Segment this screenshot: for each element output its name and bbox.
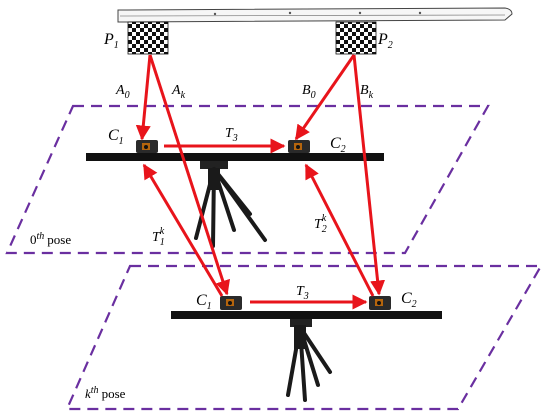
- pose-k-rig: [171, 296, 442, 402]
- arrow-b0: [294, 54, 356, 141]
- label-pose-k-c2: C2: [401, 290, 417, 310]
- arrow-t2k: [304, 163, 375, 297]
- label-a0: A0: [115, 83, 130, 101]
- label-ak: Ak: [171, 83, 186, 101]
- label-t2k: T2k: [314, 213, 327, 235]
- arrow-bk: [352, 54, 386, 296]
- checkerboard-target-p1: [127, 21, 169, 55]
- pose-0-camera-c2: [288, 140, 310, 153]
- pose-0-plane: [5, 104, 490, 255]
- arrow-ak: [148, 54, 230, 296]
- label-p1: P1: [103, 31, 119, 51]
- arrow-a0: [135, 54, 152, 141]
- arrow-t1k: [142, 163, 224, 297]
- label-bk: Bk: [360, 83, 374, 101]
- label-p2: P2: [377, 31, 393, 51]
- pose-k-bar: [171, 311, 442, 319]
- pose-0-camera-c1: [136, 140, 158, 153]
- pose-0-bar: [86, 153, 384, 161]
- pose-0-tripod: [194, 167, 267, 248]
- pose-k-tripod: [286, 325, 332, 402]
- overhead-rail: [117, 7, 513, 23]
- label-pose-0-t3: T3: [225, 126, 238, 144]
- label-t1k: T1k: [152, 226, 165, 248]
- pose-k-camera-c2: [369, 296, 391, 310]
- pose-k-camera-c1: [220, 296, 242, 310]
- pose-0-rig: [86, 140, 384, 248]
- label-pose-0-c1: C1: [108, 127, 124, 147]
- label-pose-k-t3: T3: [296, 284, 309, 302]
- label-pose-0-c2: C2: [330, 135, 346, 155]
- checkerboard-target-p2: [335, 21, 377, 55]
- label-pose-k-c1: C1: [196, 292, 212, 312]
- label-b0: B0: [302, 83, 316, 101]
- pose-k-plane: [65, 264, 543, 411]
